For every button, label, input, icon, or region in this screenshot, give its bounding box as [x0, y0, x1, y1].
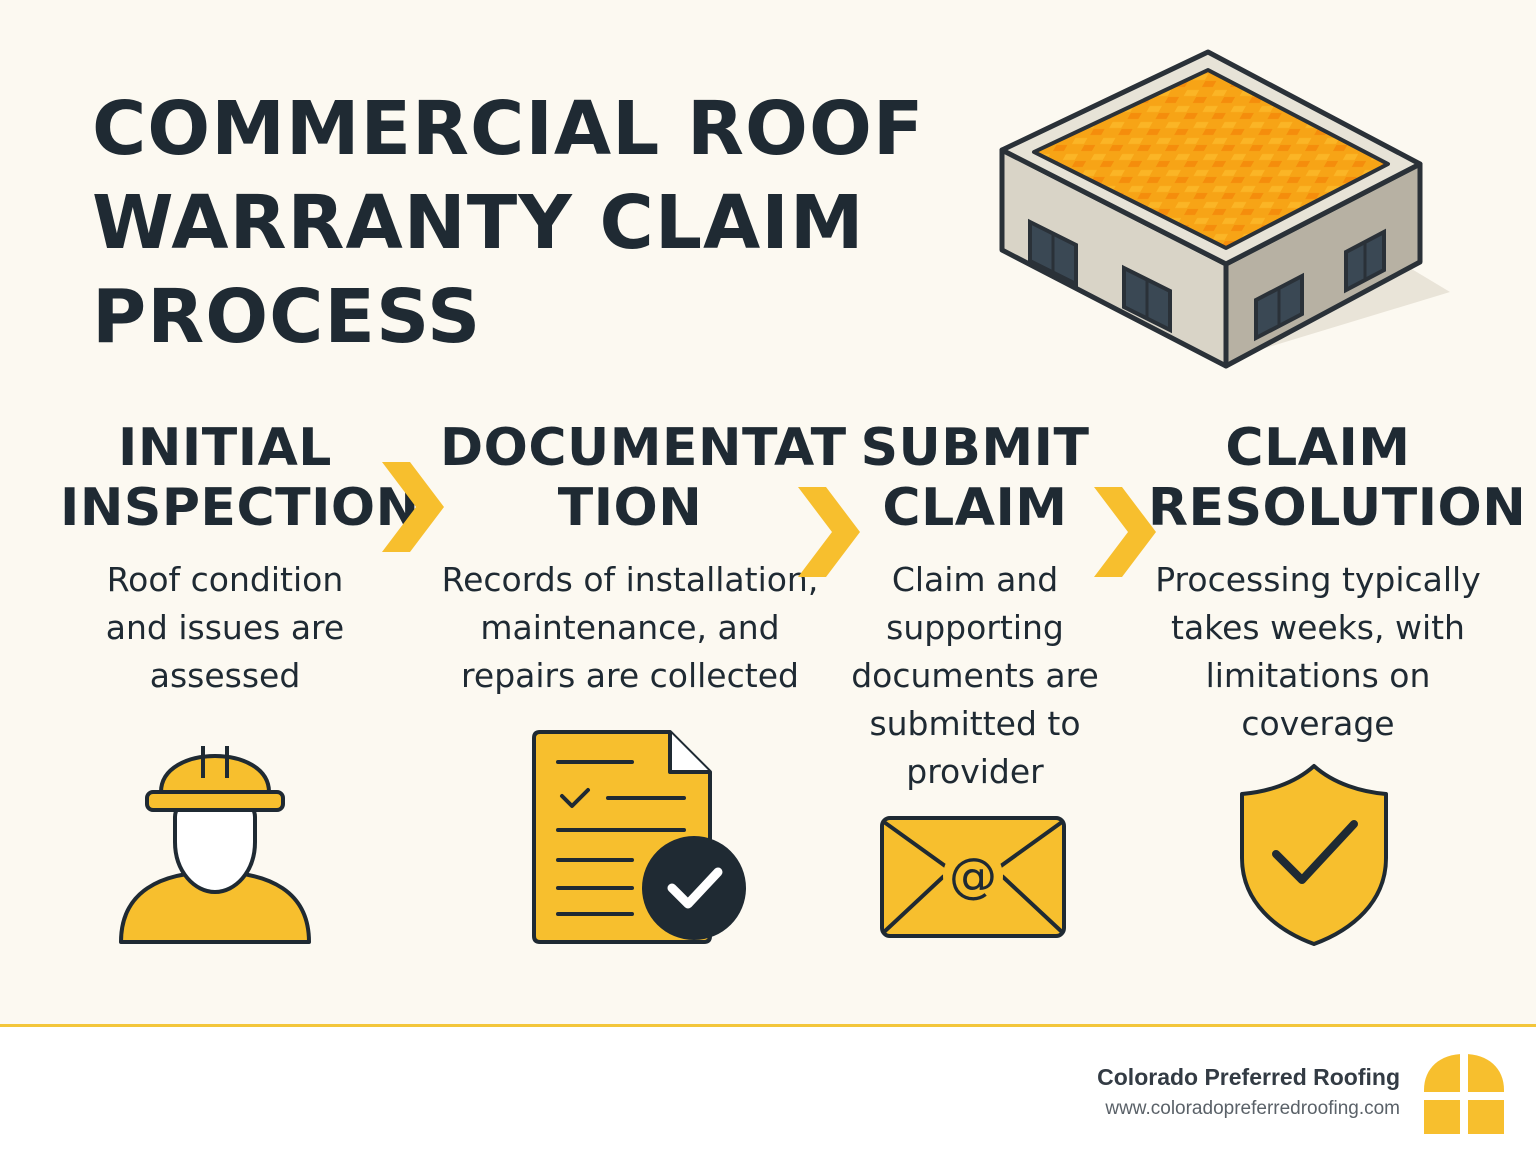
- step-description: Processing typically takes weeks, with l…: [1155, 560, 1481, 743]
- svg-text:@: @: [949, 848, 997, 904]
- step-title: INITIAL INSPECTION: [60, 418, 420, 538]
- document-checklist-icon: [532, 730, 746, 944]
- step-initial-inspection: INITIAL INSPECTION Roof condition and is…: [60, 418, 420, 700]
- company-logo-icon: [1424, 1054, 1504, 1134]
- step-submit-claim: SUBMIT CLAIM Claim and supporting docume…: [840, 418, 1110, 796]
- step-description: Roof condition and issues are assessed: [105, 560, 345, 695]
- commercial-building-icon: [999, 49, 1450, 369]
- title-line-3: PROCESS: [92, 274, 482, 360]
- chevron-right-icon: [382, 462, 444, 552]
- step-title: DOCUMENTAT TION: [440, 418, 847, 538]
- company-name: Colorado Preferred Roofing: [1097, 1064, 1400, 1090]
- page-title: COMMERCIAL ROOF WARRANTY CLAIM PROCESS: [92, 82, 952, 364]
- email-envelope-icon: @: [880, 816, 1066, 938]
- step-title: SUBMIT CLAIM: [860, 418, 1090, 538]
- step-description: Records of installation, maintenance, an…: [441, 560, 819, 695]
- step-description: Claim and supporting documents are submi…: [851, 560, 1099, 791]
- step-documentation: DOCUMENTAT TION Records of installation,…: [440, 418, 847, 700]
- step-claim-resolution: CLAIM RESOLUTION Processing typically ta…: [1148, 418, 1527, 748]
- title-line-1: COMMERCIAL ROOF: [92, 86, 925, 172]
- footer-divider: [0, 1024, 1536, 1027]
- shield-check-icon: [1240, 764, 1388, 946]
- chevron-right-icon: [1094, 487, 1156, 577]
- footer: [0, 1027, 1536, 1154]
- company-url: www.coloradopreferredroofing.com: [1105, 1098, 1400, 1119]
- inspector-hardhat-icon: [119, 746, 311, 944]
- chevron-right-icon: [798, 487, 860, 577]
- step-title: CLAIM RESOLUTION: [1148, 418, 1527, 538]
- title-line-2: WARRANTY CLAIM: [92, 180, 865, 266]
